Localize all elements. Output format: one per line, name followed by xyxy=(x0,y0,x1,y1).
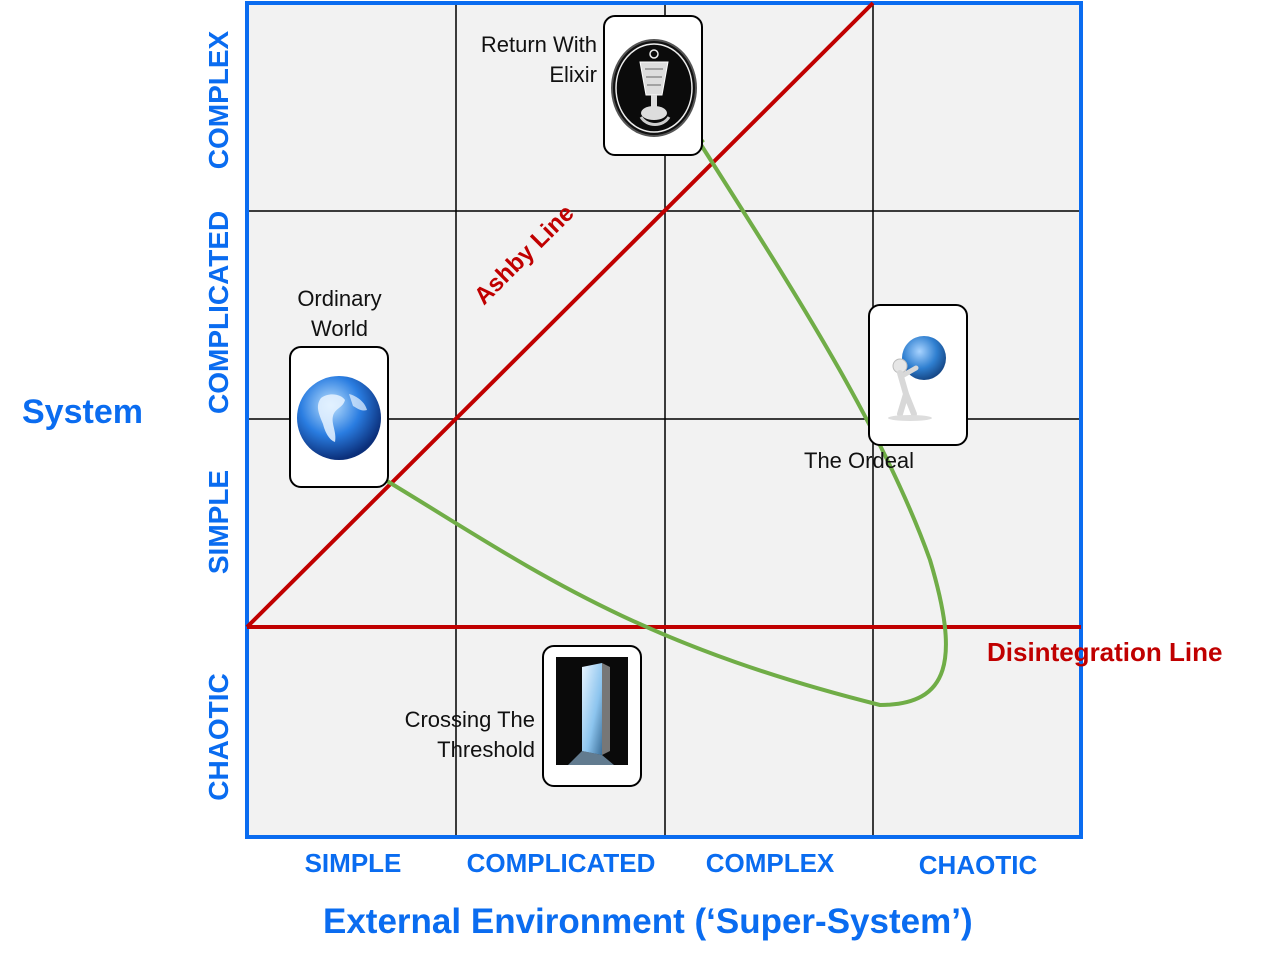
disintegration-line-label: Disintegration Line xyxy=(987,637,1223,667)
x-level-complicated: COMPLICATED xyxy=(466,848,656,878)
ordinary-label-line-2: World xyxy=(310,316,369,341)
hero-journey-path xyxy=(370,140,948,708)
crossing-threshold-label: Crossing The Threshold xyxy=(360,705,535,765)
x-axis-title: External Environment (‘Super-System’) xyxy=(323,902,973,941)
grid-border xyxy=(245,1,1083,839)
open-door-icon xyxy=(556,657,628,765)
y-level-chaotic: CHAOTIC xyxy=(203,673,234,801)
return-with-elixir-label: Return With Elixir xyxy=(440,30,597,90)
ordinary-world-card xyxy=(289,346,389,488)
x-level-simple: SIMPLE xyxy=(304,848,402,878)
x-level-complex: COMPLEX xyxy=(705,848,835,878)
person-carrying-globe-icon xyxy=(878,334,958,422)
y-level-complex: COMPLEX xyxy=(203,30,234,170)
ordeal-label: The Ordeal xyxy=(804,448,915,473)
ordinary-world-label: Ordinary World xyxy=(262,284,417,344)
globe-icon xyxy=(295,370,383,462)
ordeal-card xyxy=(868,304,968,446)
elixir-chalice-icon xyxy=(611,39,697,139)
x-level-chaotic: CHAOTIC xyxy=(918,850,1038,880)
ordinary-label-line-1: Ordinary xyxy=(297,286,382,311)
ashby-line xyxy=(245,1,875,629)
crossing-label-line-2: Threshold xyxy=(437,737,535,762)
return-with-elixir-card xyxy=(603,15,703,156)
y-level-simple: SIMPLE xyxy=(203,469,234,575)
return-label-line-1: Return With xyxy=(480,32,597,57)
crossing-threshold-card xyxy=(542,645,642,787)
crossing-label-line-1: Crossing The xyxy=(404,707,535,732)
y-axis-title: System xyxy=(22,393,143,431)
y-level-complicated: COMPLICATED xyxy=(203,210,234,414)
return-label-line-2: Elixir xyxy=(549,62,597,87)
